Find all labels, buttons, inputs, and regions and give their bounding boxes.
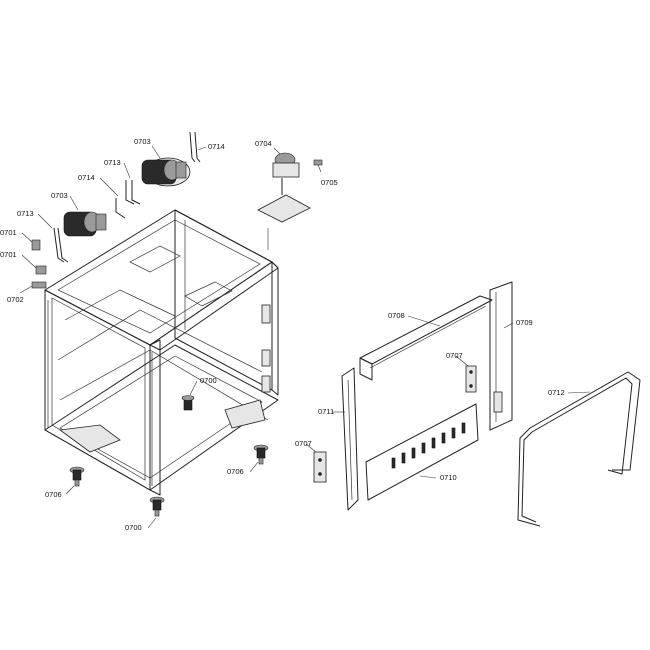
callout-0705: 0705: [321, 178, 338, 187]
panel-0710: [365, 403, 479, 501]
callout-0704: 0704: [255, 139, 272, 148]
callout-0709: 0709: [516, 318, 533, 327]
panel-0707-right: [465, 365, 477, 393]
fan-motor-top: [141, 157, 191, 187]
tube-rail-0712: [517, 371, 641, 527]
panel-0707-left: [313, 451, 327, 483]
panel-0711: [341, 367, 359, 511]
bracket-strips: [53, 131, 201, 263]
foot-right: [253, 444, 269, 465]
callout-0712: 0712: [548, 388, 565, 397]
callout-0702: 0702: [7, 295, 24, 304]
callout-0711: 0711: [318, 407, 334, 416]
callout-0710: 0710: [440, 473, 457, 482]
panel-0708: [359, 295, 493, 381]
callout-0708: 0708: [388, 311, 405, 320]
small-part-0705: [313, 159, 323, 166]
callout-0701-b: 0701: [0, 250, 17, 259]
callout-0714-mid: 0714: [78, 173, 95, 182]
callout-0713-top: 0713: [104, 158, 121, 167]
cabinet-frame: [44, 209, 279, 496]
callout-0713-left: 0713: [17, 209, 34, 218]
callout-0707-right: 0707: [446, 351, 463, 360]
callout-0703-top: 0703: [134, 137, 151, 146]
fan-motor-mid: [63, 211, 107, 237]
callout-0700-center: 0700: [200, 376, 217, 385]
callout-0707-left: 0707: [295, 439, 312, 448]
callout-0701-a: 0701: [0, 228, 17, 237]
callout-0703-mid: 0703: [51, 191, 68, 200]
callout-0706-left: 0706: [45, 490, 62, 499]
callout-0706-right: 0706: [227, 467, 244, 476]
panel-0709: [489, 281, 513, 431]
small-parts-left: [31, 239, 47, 289]
callout-0700-bottom: 0700: [125, 523, 142, 532]
foot-left: [69, 466, 85, 487]
thermostat: [257, 152, 311, 223]
foot-bottom: [149, 496, 165, 517]
callout-0714-top: 0714: [208, 142, 225, 151]
leveling-foot-center: [181, 395, 195, 411]
leader-lines: [19, 145, 591, 529]
